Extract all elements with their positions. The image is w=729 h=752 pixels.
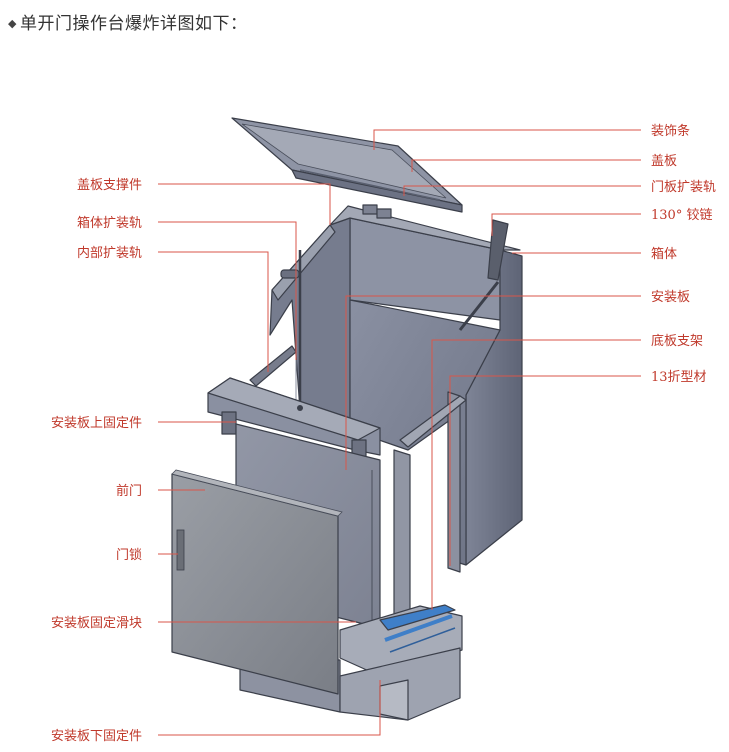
door-lock-icon — [176, 529, 185, 571]
label-hinge: 130° 铰链 — [651, 208, 712, 223]
label-plate-slider: 安装板固定滑块 — [51, 616, 142, 631]
label-bottom-bracket: 底板支架 — [651, 333, 703, 349]
callouts-left: 盖板支撑件 箱体扩装轨 内部扩装轨 安装板上固定件 前门 门锁 安装板固定滑块 … — [51, 178, 142, 744]
callouts-right: 装饰条 盖板 门板扩装轨 130° 铰链 箱体 安装板 底板支架 13折型材 — [651, 123, 716, 385]
hinge-130 — [362, 204, 509, 281]
label-front-door: 前门 — [116, 483, 142, 499]
label-decor-strip: 装饰条 — [651, 123, 690, 139]
label-profile: 13折型材 — [651, 370, 707, 385]
label-mounting-plate: 安装板 — [651, 290, 690, 305]
label-cover-support: 盖板支撑件 — [77, 178, 142, 193]
door-rail — [458, 281, 500, 331]
bullet-icon: ◆ — [8, 17, 17, 30]
label-plate-top-fixer: 安装板上固定件 — [51, 416, 142, 431]
front-door — [171, 469, 343, 695]
label-door-rail: 门板扩装轨 — [651, 180, 716, 195]
label-door-lock: 门锁 — [116, 547, 142, 563]
label-plate-bottom-fixer: 安装板下固定件 — [51, 729, 142, 744]
top-cover — [231, 117, 463, 213]
leader-lines — [158, 129, 641, 736]
label-box-rail: 箱体扩装轨 — [77, 215, 142, 231]
page-title-text: 单开门操作台爆炸详图如下： — [19, 14, 248, 34]
label-cover: 盖板 — [651, 154, 677, 169]
page-title: ◆单开门操作台爆炸详图如下： — [8, 9, 247, 34]
mount-top-bracket — [207, 377, 381, 465]
label-inner-rail: 内部扩装轨 — [77, 245, 142, 261]
label-cabinet: 箱体 — [651, 246, 677, 262]
